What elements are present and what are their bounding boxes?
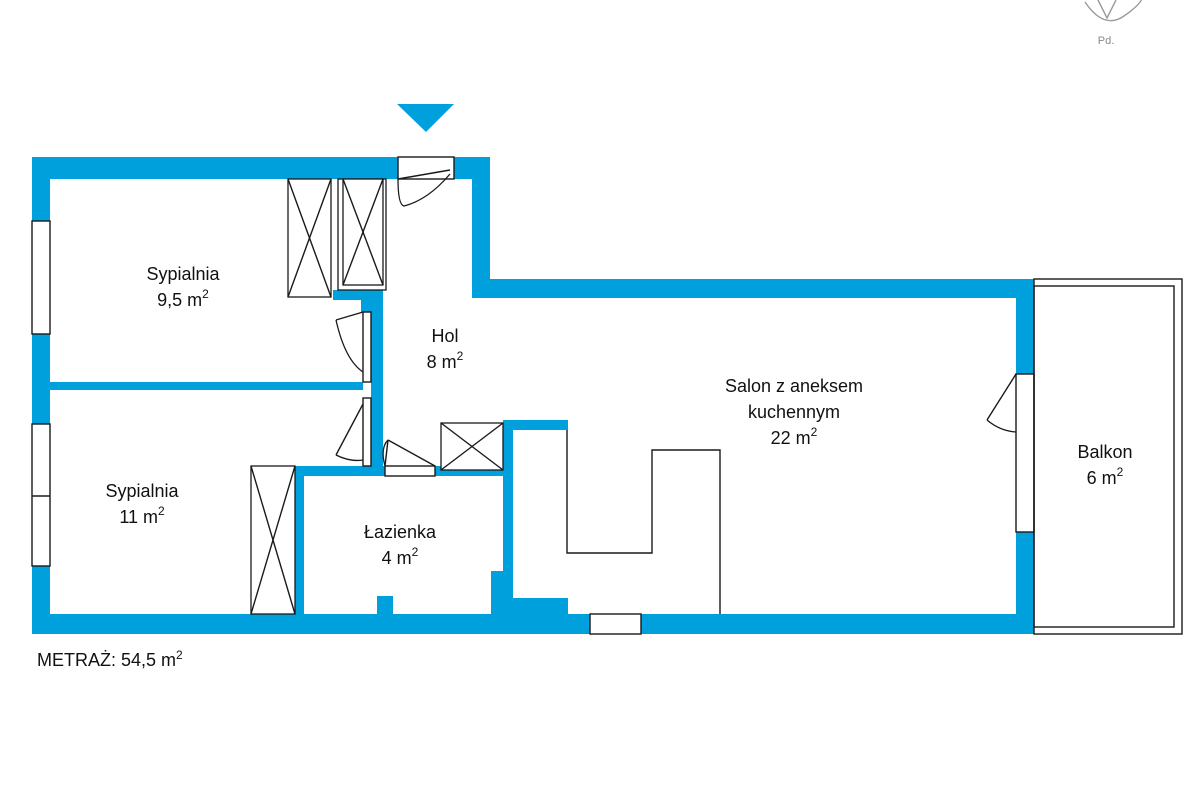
total-area-label: METRAŻ: [37, 650, 116, 670]
room-balcony: Balkon 6 m2 [1077, 442, 1132, 488]
room-area: 4 m2 [382, 545, 419, 568]
door-bathroom [382, 439, 436, 477]
walls [32, 157, 1034, 634]
window-bedroom-1 [31, 220, 51, 335]
wardrobe-bedroom-1 [287, 178, 332, 298]
room-area: 8 m2 [427, 349, 464, 372]
entrance-door [397, 156, 455, 207]
entrance-marker-icon [397, 104, 454, 132]
compass-label: Pd. [1098, 35, 1115, 47]
room-area: 22 m2 [771, 425, 818, 448]
total-area-unit-sup: 2 [176, 648, 183, 662]
ventilation-shaft [440, 422, 504, 471]
total-area-value: 54,5 m [121, 650, 177, 670]
total-area: METRAŻ: 54,5 m2 [37, 648, 183, 671]
compass-icon: Pd. [1084, 0, 1143, 47]
room-living: Salon z aneksem kuchennym 22 m2 [725, 376, 863, 448]
door-bedroom-2 [335, 397, 372, 467]
balcony-door-window [1015, 373, 1035, 533]
kitchen-counter [566, 430, 721, 614]
door-balcony [986, 373, 1017, 433]
window-bedroom-2 [31, 423, 51, 567]
room-name: Hol [431, 326, 458, 346]
room-bedroom-1: Sypialnia 9,5 m2 [146, 264, 220, 310]
room-bathroom: Łazienka 4 m2 [364, 522, 437, 568]
wardrobe-hall [337, 178, 387, 291]
room-area: 6 m2 [1087, 465, 1124, 488]
room-name: Sypialnia [146, 264, 220, 284]
room-area: 9,5 m2 [157, 287, 209, 310]
windows [31, 220, 1035, 635]
room-name: Balkon [1077, 442, 1132, 462]
door-bedroom-1 [335, 311, 372, 383]
room-name-line1: Salon z aneksem [725, 376, 863, 396]
balcony-outline [1033, 278, 1183, 635]
room-name: Łazienka [364, 522, 437, 542]
wardrobe-bedroom-2 [250, 465, 296, 615]
room-bedroom-2: Sypialnia 11 m2 [105, 481, 179, 527]
room-name-line2: kuchennym [748, 402, 840, 422]
window-kitchen [589, 613, 642, 635]
room-area: 11 m2 [119, 504, 165, 527]
room-hall: Hol 8 m2 [427, 326, 464, 372]
room-name: Sypialnia [105, 481, 179, 501]
